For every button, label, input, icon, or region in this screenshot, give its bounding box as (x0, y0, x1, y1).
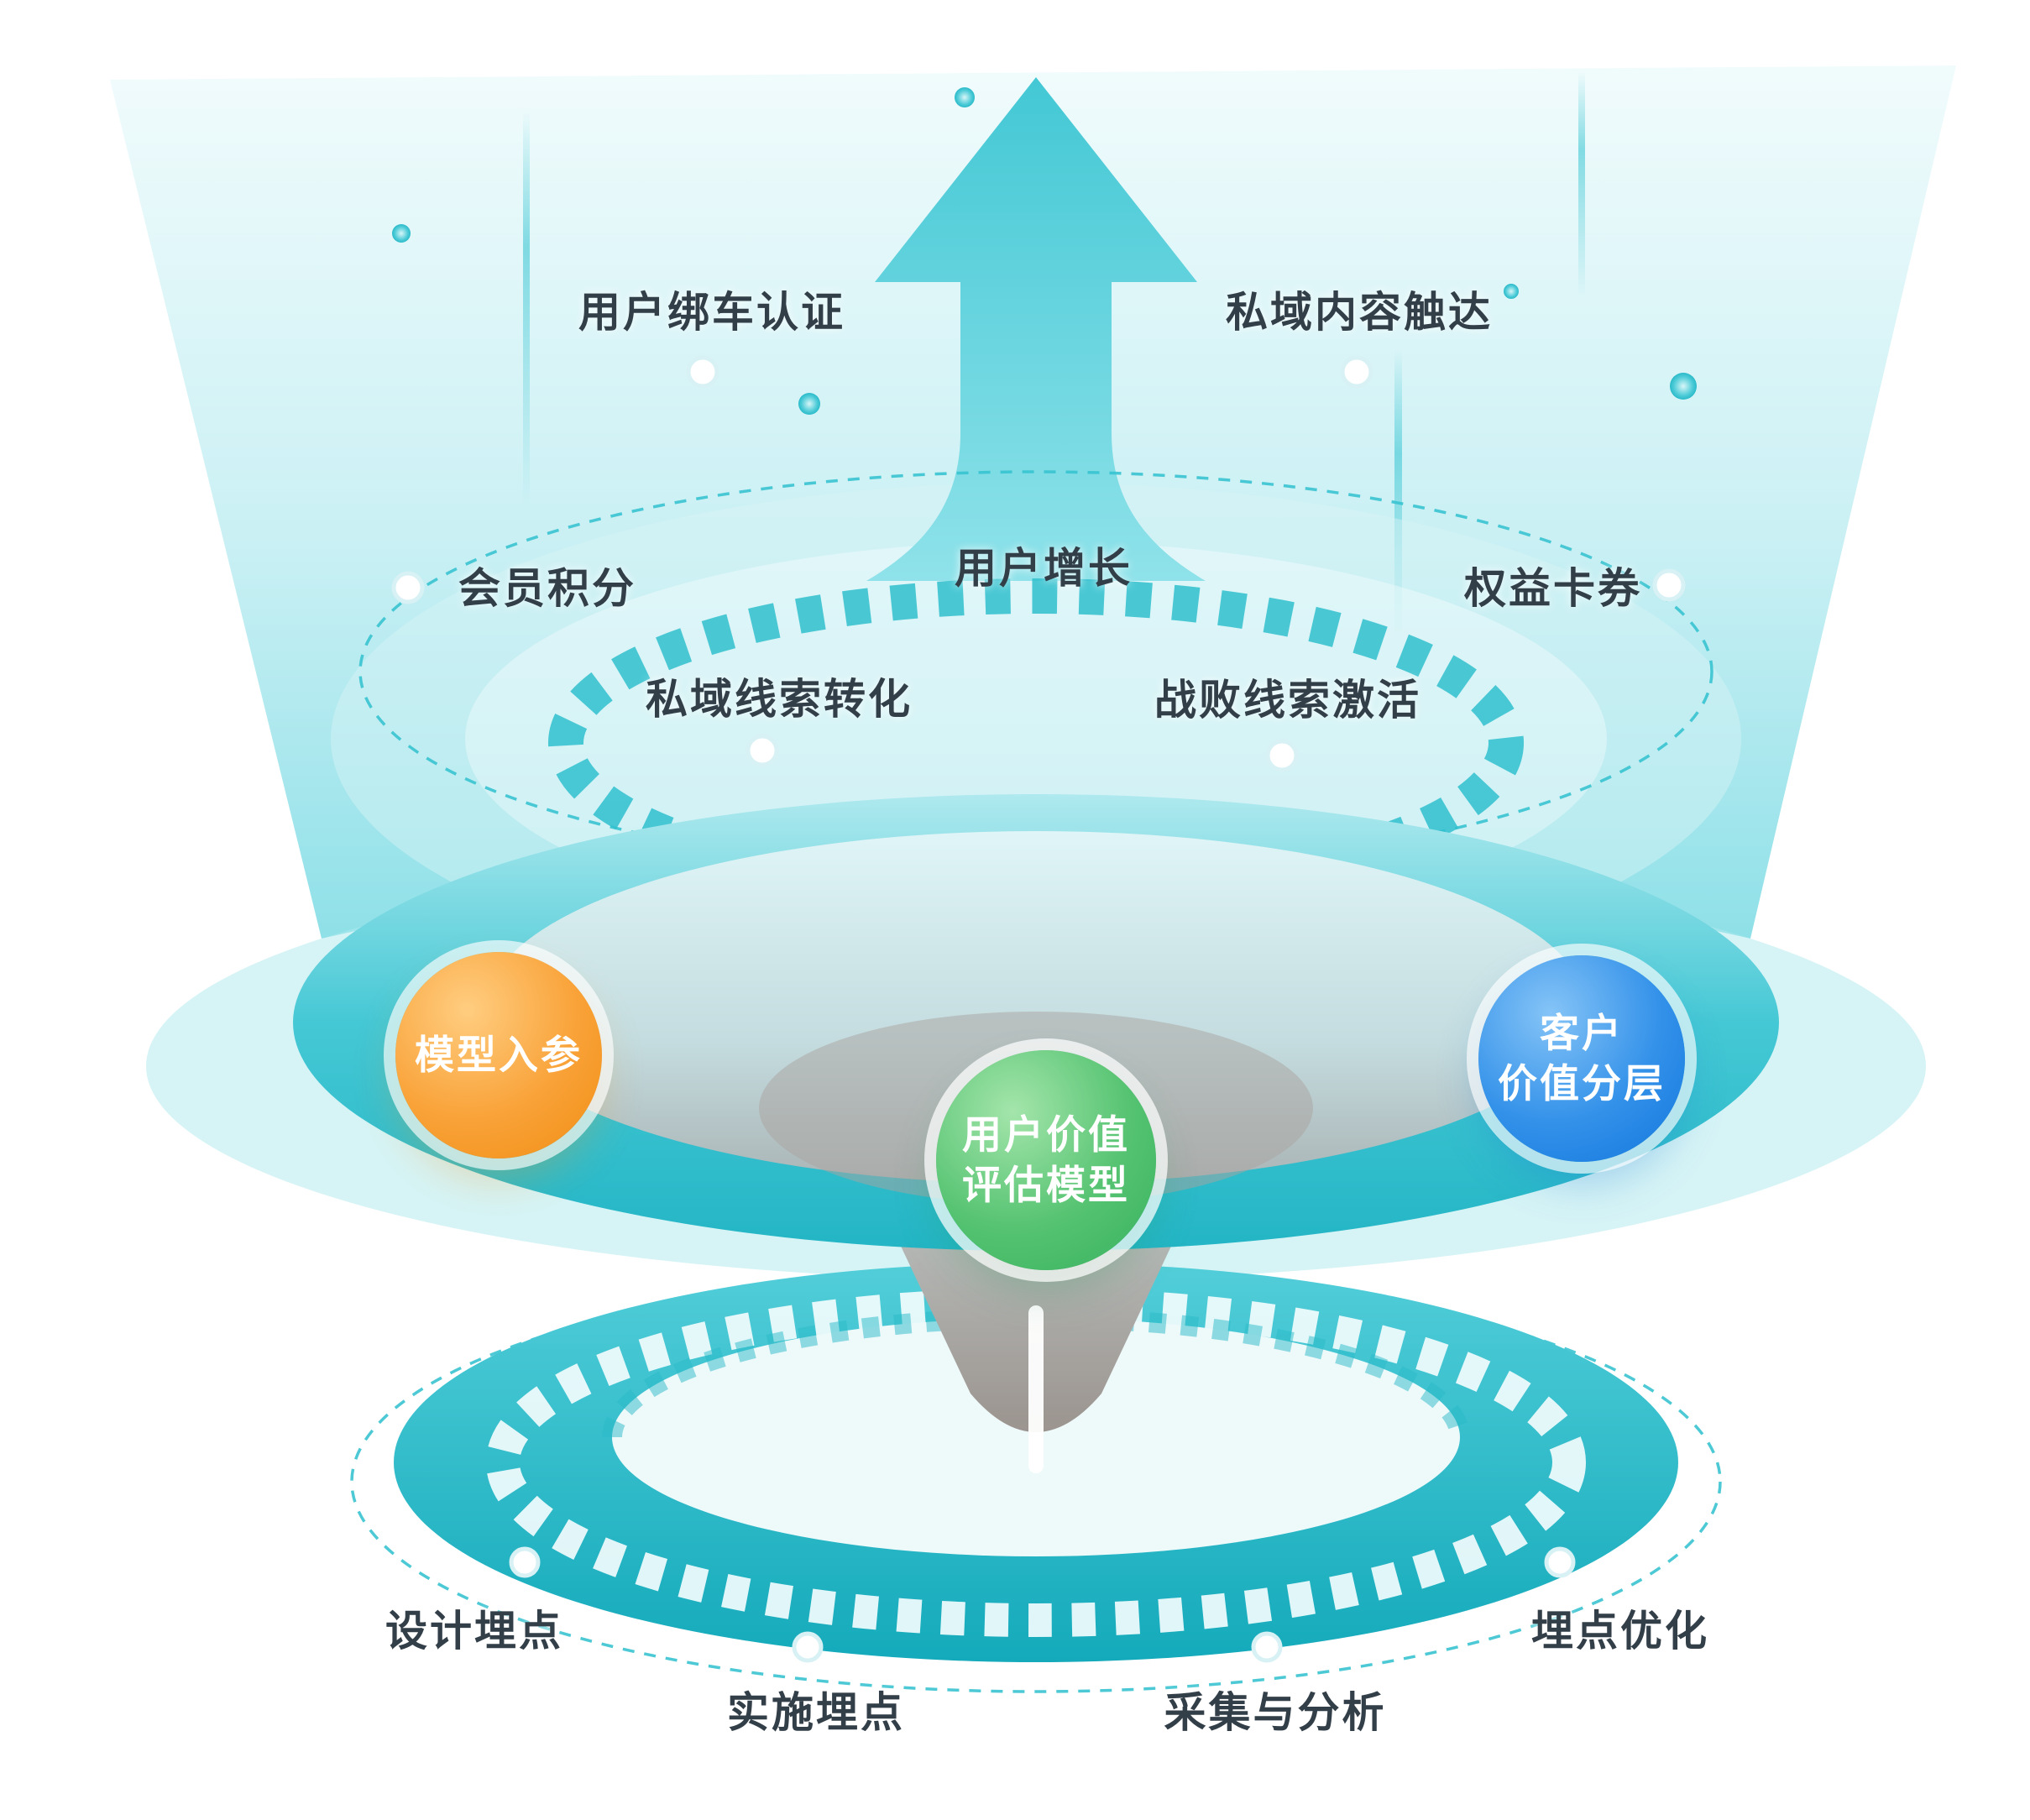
node-model-input-label: 模型入参 (415, 1032, 583, 1077)
stage-markers (391, 355, 1686, 1663)
light-streak (523, 110, 530, 505)
node-customer-value-tiers-line2: 价值分层 (1498, 1061, 1666, 1106)
label-benefit-cards: 权益卡券 (1464, 565, 1642, 612)
label-member-points: 会员积分 (458, 565, 636, 612)
bubble-dot (1670, 373, 1697, 400)
upper-dashed-orbit (358, 470, 1713, 873)
light-streak (1578, 71, 1585, 298)
stem-highlight (1028, 1305, 1044, 1473)
label-tracking-design: 设计埋点 (385, 1608, 563, 1655)
label-lost-lead-activation: 战败线索激活 (1154, 677, 1421, 724)
marker-dot (686, 355, 719, 389)
marker-dot (746, 734, 779, 767)
marker-dot (509, 1546, 541, 1578)
light-streak (1394, 349, 1402, 647)
node-user-value-model-line2: 评估模型 (962, 1163, 1130, 1207)
bubble-dot (798, 393, 820, 415)
label-private-lead-conversion: 私域线索转化 (646, 676, 913, 723)
node-customer-value-tiers: 客户 价值分层 (1478, 955, 1685, 1162)
node-customer-value-tiers-line1: 客户 (1540, 1010, 1624, 1055)
marker-dot (391, 571, 425, 604)
marker-dot (792, 1631, 824, 1663)
label-tracking-collect: 采集与分析 (1164, 1689, 1387, 1736)
funnel-bowl-inner (486, 831, 1586, 1184)
node-user-value-model-line1: 用户价值 (962, 1111, 1130, 1157)
marker-dot (1340, 355, 1373, 389)
growth-arrow (866, 77, 1206, 581)
bubble-dot (955, 87, 975, 107)
bubble-dot (1504, 284, 1519, 299)
node-user-value-model: 用户价值 评估模型 (936, 1050, 1156, 1270)
marker-dot (1652, 568, 1686, 602)
marker-dot (1251, 1631, 1283, 1663)
marker-dot (1544, 1546, 1576, 1578)
node-model-input: 模型入参 (395, 952, 602, 1158)
label-private-content-reach: 私域内容触达 (1226, 289, 1493, 336)
bubble-dot (392, 224, 411, 243)
label-user-car-binding: 用户绑车认证 (578, 289, 845, 336)
marker-dot (1265, 739, 1299, 772)
label-user-growth: 用户增长 (955, 545, 1133, 592)
label-tracking-implement: 实施埋点 (727, 1689, 905, 1736)
label-tracking-optimize: 埋点优化 (1531, 1608, 1709, 1655)
